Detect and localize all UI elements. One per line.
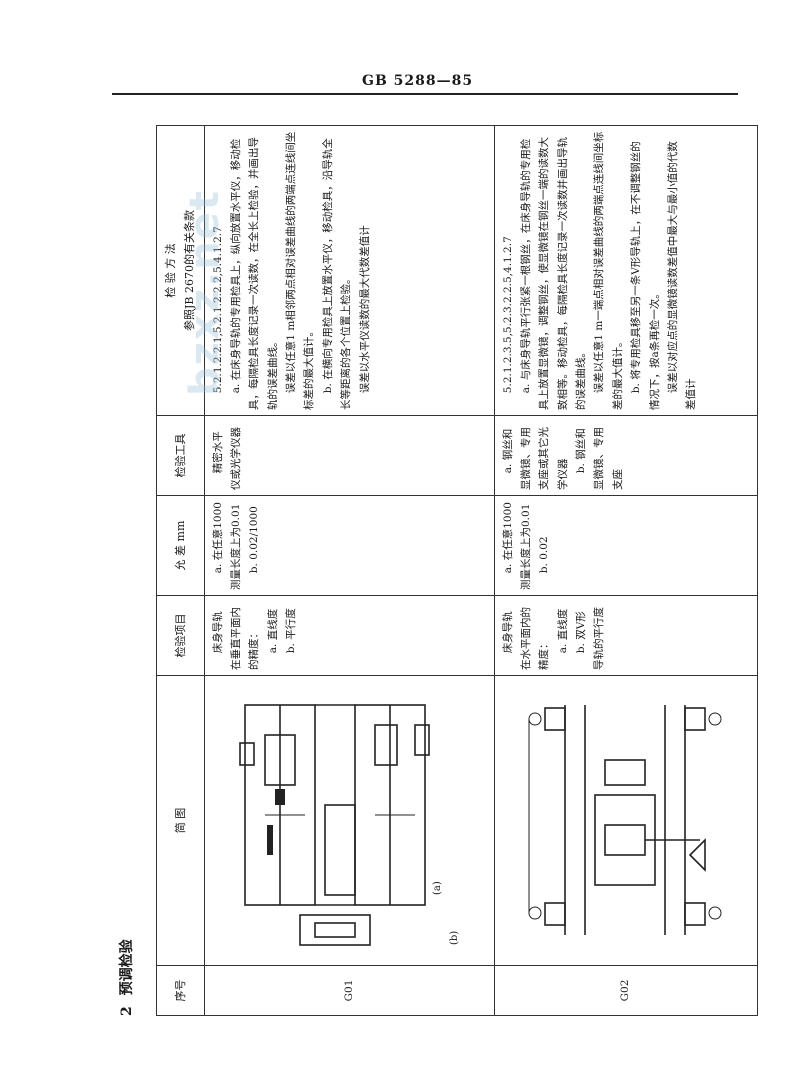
method-line: a. 与床身导轨平行张紧一根钢丝，在床身导轨的专用检具上放置显微镜，调整钢丝，使… (519, 137, 587, 410)
item-line: b. 平行度 (285, 608, 297, 654)
figure-cell: (a) (b) (204, 675, 494, 966)
table-header-row: 序号 简 图 检验项目 允 差 mm 检验工具 检 验 方 法 参照JB 267… (156, 125, 204, 1016)
figure-label-a: (a) (431, 881, 443, 895)
item-cell: 床身导轨在垂直平面内的精度： a. 直线度 b. 平行度 (204, 595, 494, 676)
method-ref: 5.2.1.2.3.5,5.2.3.2.2.5,4.1.2.7 (501, 236, 514, 394)
figure-cell (494, 675, 757, 966)
figure-label-b: (b) (449, 930, 460, 945)
tool-text: 精密水平仪或光学仪器 (211, 427, 242, 490)
method-line: b. 在横向专用检具上放置水平仪，移动检具，沿导轨全长等距离的各个位置上检验。 (321, 138, 353, 410)
bed-guideway-vertical-diagram (238, 704, 430, 946)
tolerance-line: a. 在任意1000测量长度上为0.01 (501, 502, 532, 590)
header-no: 序号 (156, 965, 204, 1016)
header-tolerance: 允 差 mm (156, 495, 204, 596)
tool-cell: 精密水平仪或光学仪器 (204, 415, 494, 496)
tool-line: b. 钢丝和显微镜、专用支座 (575, 427, 624, 490)
header-tool: 检验工具 (156, 415, 204, 496)
item-line: a. 直线度 (266, 608, 279, 654)
item-line: 床身导轨在水平面内的精度： (501, 607, 551, 670)
section-number: 2 (119, 1006, 135, 1016)
rotated-page-body: 2 预调检验 序号 简 图 检验项目 允 差 mm 检验工具 检 验 方 法 参… (112, 125, 757, 1016)
row-number: G02 (494, 965, 757, 1016)
tolerance-line: b. 0.02/1000 (248, 506, 261, 574)
table-row: G02 (494, 125, 757, 1016)
header-method: 检 验 方 法 参照JB 2670的有关条款 (156, 125, 204, 416)
method-ref: 5.2.1.2.2.1,5.2.1.2.2.2,5.4.1.2.7 (211, 226, 224, 394)
header-method-line2: 参照JB 2670的有关条款 (183, 210, 197, 331)
header-method-line1: 检 验 方 法 (164, 243, 177, 298)
item-cell: 床身导轨在水平面内的精度： a. 直线度 b. 双V形导轨的平行度 (494, 595, 757, 676)
tool-cell: a. 钢丝和显微镜、专用支座或其它光学仪器 b. 钢丝和显微镜、专用支座 (494, 415, 757, 496)
tolerance-line: a. 在任意1000测量长度上为0.01 (211, 502, 242, 590)
tolerance-line: b. 0.02 (538, 536, 551, 574)
inspection-table: 序号 简 图 检验项目 允 差 mm 检验工具 检 验 方 法 参照JB 267… (156, 125, 758, 1016)
header-figure: 简 图 (156, 675, 204, 966)
method-cell: 5.2.1.2.2.1,5.2.1.2.2.2,5.4.1.2.7 a. 在床身… (204, 125, 494, 416)
tool-line: a. 钢丝和显微镜、专用支座或其它光学仪器 (501, 427, 569, 490)
method-line: b. 将专用检具移至另一条V形导轨上，在不调整钢丝的情况下，按a条再检一次。 (630, 141, 661, 410)
header-rule (112, 93, 738, 95)
table-row: G01 (204, 125, 494, 1016)
tolerance-cell: a. 在任意1000测量长度上为0.01 b. 0.02 (494, 495, 757, 596)
bed-guideway-horizontal-diagram (528, 705, 721, 935)
method-line: 误差以对应点的显微镜读数差值中最大与最小值的代数差值计 (666, 141, 698, 410)
header-item: 检验项目 (156, 595, 204, 676)
item-line: 床身导轨在垂直平面内的精度： (211, 607, 261, 670)
row-number: G01 (204, 965, 494, 1016)
method-cell: 5.2.1.2.3.5,5.2.3.2.2.5,4.1.2.7 a. 与床身导轨… (494, 125, 757, 416)
method-line: 误差以水平仪读数的最大代数差值计 (358, 225, 371, 394)
page-header-code: GB 5288—85 (362, 73, 474, 89)
item-line: b. 双V形导轨的平行度 (575, 607, 606, 670)
section-title-text: 预调检验 (119, 939, 135, 996)
method-line: 误差以任意1 m相邻两点相对误差曲线的两端点连线间坐标差的最大值计。 (285, 131, 316, 410)
method-line: 误差以任意1 m一端点相对误差曲线的两端点连线间坐标差的最大值计。 (593, 131, 624, 410)
item-line: a. 直线度 (556, 608, 569, 654)
section-title: 2 预调检验 (116, 933, 136, 1016)
tolerance-cell: a. 在任意1000测量长度上为0.01 b. 0.02/1000 (204, 495, 494, 596)
method-line: a. 在床身导轨的专用检具上，纵向放置水平仪，移动检具，每隔检具长度记录一次读数… (229, 137, 279, 410)
